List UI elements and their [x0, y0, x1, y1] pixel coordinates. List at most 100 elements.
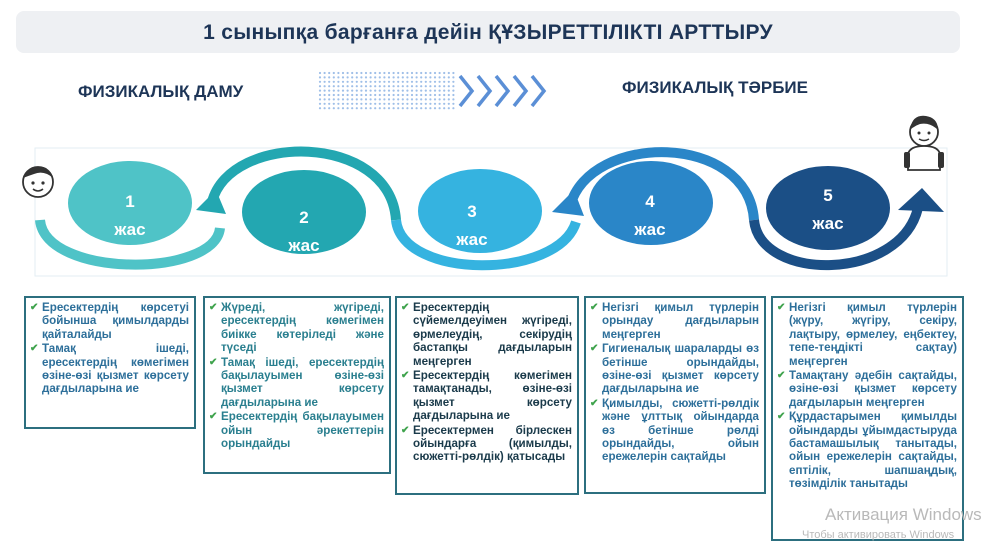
skill-item: ✔Негізгі қимыл түрлерін орындау дағдылар… — [590, 301, 759, 341]
pattern-dot — [438, 102, 441, 105]
pattern-dot — [443, 98, 446, 101]
pattern-dot — [323, 98, 326, 101]
age-unit: жас — [634, 220, 666, 239]
pattern-dot — [433, 98, 437, 101]
pattern-dot — [433, 93, 437, 97]
pattern-dot — [433, 80, 437, 83]
pattern-dot — [424, 71, 427, 75]
pattern-dot — [351, 89, 354, 92]
pattern-dot — [374, 89, 377, 92]
pattern-dot — [401, 71, 404, 75]
pattern-dot — [369, 71, 372, 75]
pattern-dot — [392, 71, 395, 75]
age-unit: жас — [114, 220, 146, 239]
skill-item: ✔Ересектердің көрсетуі бойынша қимылдард… — [30, 301, 189, 341]
pattern-dot — [337, 71, 340, 75]
pattern-dot — [346, 93, 349, 97]
pattern-dot — [447, 107, 450, 110]
pattern-dot — [420, 93, 423, 97]
pattern-dot — [401, 93, 404, 97]
pattern-dot — [369, 80, 372, 83]
dot-pattern — [318, 71, 455, 110]
pattern-dot — [360, 98, 363, 101]
pattern-dot — [415, 98, 418, 101]
pattern-dot — [355, 89, 358, 92]
pattern-dot — [369, 93, 372, 97]
arc-2 — [207, 146, 401, 221]
pattern-dot — [383, 107, 386, 110]
pattern-dot — [328, 98, 331, 101]
check-icon: ✔ — [401, 424, 410, 436]
pattern-dot — [443, 85, 446, 88]
pattern-dot — [397, 102, 400, 105]
pattern-dot — [369, 98, 372, 101]
pattern-dot — [387, 76, 391, 79]
pattern-dot — [433, 102, 437, 105]
pattern-dot — [420, 98, 423, 101]
pattern-dot — [351, 107, 354, 110]
pattern-dot — [424, 85, 427, 88]
pattern-dot — [383, 85, 386, 88]
pattern-dot — [420, 76, 423, 79]
pattern-dot — [438, 89, 441, 92]
pattern-dot — [378, 85, 381, 88]
pattern-dot — [447, 71, 450, 75]
pattern-dot — [452, 80, 455, 83]
pattern-dot — [406, 76, 409, 79]
pattern-dot — [420, 102, 423, 105]
age-label-5: 5 жас — [758, 182, 898, 238]
arc-5 — [749, 206, 923, 271]
pattern-dot — [383, 93, 386, 97]
pattern-dot — [415, 102, 418, 105]
pattern-dot — [433, 76, 437, 79]
pattern-dot — [443, 93, 446, 97]
pattern-dot — [429, 89, 432, 92]
pattern-dot — [360, 107, 363, 110]
pattern-dot — [341, 98, 345, 101]
pattern-dot — [328, 76, 331, 79]
pattern-dot — [406, 98, 409, 101]
pattern-dot — [332, 85, 335, 88]
check-icon: ✔ — [777, 302, 786, 313]
pattern-dot — [374, 107, 377, 110]
pattern-dot — [374, 85, 377, 88]
pattern-dot — [328, 102, 331, 105]
age-circle-1 — [68, 161, 192, 245]
pattern-dot — [415, 89, 418, 92]
pattern-dot — [406, 89, 409, 92]
pattern-dot — [424, 80, 427, 83]
pattern-dot — [406, 107, 409, 110]
pattern-dot — [378, 89, 381, 92]
pattern-dot — [452, 71, 455, 75]
age-label-4: 4 жас — [580, 188, 720, 244]
pattern-dot — [341, 71, 345, 75]
pattern-dot — [410, 98, 414, 101]
schoolchild-icon — [904, 115, 944, 171]
pattern-dot — [360, 89, 363, 92]
skill-item: ✔Қимылды, сюжетті-рөлдік және ұлттық ойы… — [590, 396, 759, 464]
arc-1 — [35, 218, 225, 270]
subtitle-physical-development: ФИЗИКАЛЫҚ ДАМУ — [78, 82, 244, 101]
pattern-dot — [387, 107, 391, 110]
age-unit: жас — [456, 230, 488, 249]
pattern-dot — [323, 80, 326, 83]
pattern-dot — [420, 71, 423, 75]
check-icon: ✔ — [590, 343, 599, 355]
skills-box-age-3: ✔Ересектердің сүйемелдеуімен жүгіреді, ө… — [395, 296, 579, 495]
pattern-dot — [378, 71, 381, 75]
pattern-dot — [443, 89, 446, 92]
pattern-dot — [433, 71, 437, 75]
pattern-dot — [318, 102, 322, 105]
pattern-dot — [410, 85, 414, 88]
pattern-dot — [318, 76, 322, 79]
pattern-dot — [443, 80, 446, 83]
pattern-dot — [438, 76, 441, 79]
pattern-dot — [383, 80, 386, 83]
pattern-dot — [341, 76, 345, 79]
pattern-dot — [337, 93, 340, 97]
pattern-dot — [378, 80, 381, 83]
pattern-dot — [351, 98, 354, 101]
arc-3 — [391, 218, 581, 271]
pattern-dot — [355, 80, 358, 83]
pattern-dot — [397, 107, 400, 110]
